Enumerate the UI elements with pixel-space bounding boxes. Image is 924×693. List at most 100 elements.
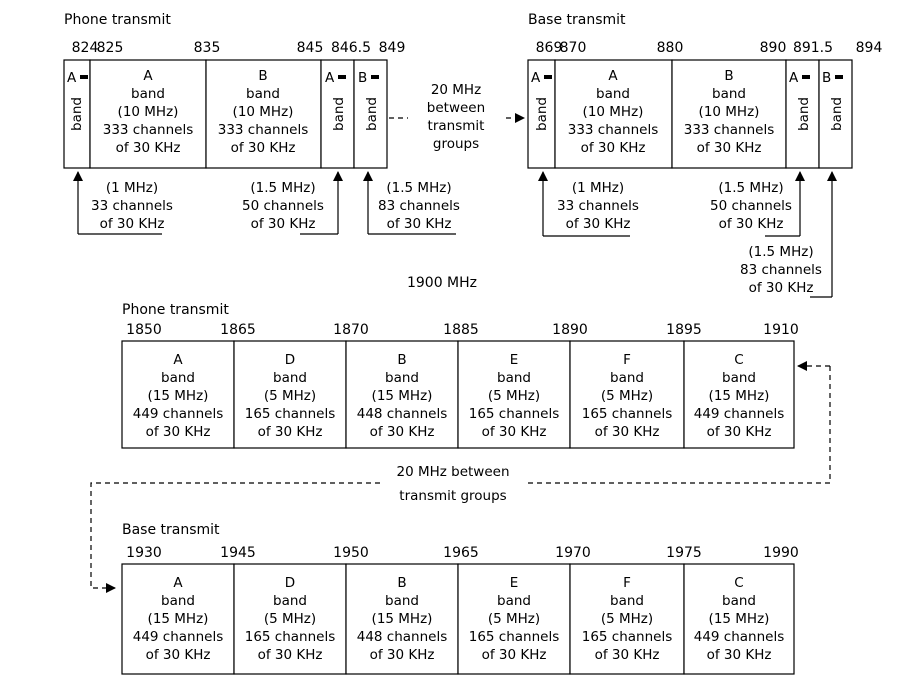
- top-right-group: Base transmit 869 870 880 890 891.5 894 …: [527, 12, 883, 298]
- band-line: band: [161, 370, 195, 386]
- band-line: (15 MHz): [372, 388, 433, 404]
- tick-label: 1890: [552, 322, 588, 338]
- band-line: (5 MHz): [488, 388, 540, 404]
- band-line: band: [497, 593, 531, 609]
- band-line: of 30 KHz: [258, 424, 323, 440]
- tick-label: 1895: [666, 322, 702, 338]
- band-line: of 30 KHz: [581, 140, 646, 156]
- band-line: 448 channels: [357, 406, 448, 422]
- tick-label: 1865: [220, 322, 256, 338]
- pcs-base-title: Base transmit: [122, 522, 220, 538]
- note-line: 33 channels: [91, 198, 173, 214]
- pcs-heading: 1900 MHz: [407, 275, 477, 291]
- tick-label: 1975: [666, 545, 702, 561]
- band-line: 333 channels: [568, 122, 659, 138]
- pcs-base-ticks: 1930 1945 1950 1965 1970 1975 1990: [126, 545, 799, 561]
- pcs-phone-group: Phone transmit 1850 1865 1870 1885 1890 …: [121, 302, 799, 449]
- band-line: (5 MHz): [601, 611, 653, 627]
- top-right-bands: A band A band (10 MHz) 333 channels of 3…: [527, 59, 853, 169]
- band-line: band: [712, 86, 746, 102]
- note-line: (1 MHz): [572, 180, 624, 196]
- band-line: (15 MHz): [372, 611, 433, 627]
- pcs-phone-ticks: 1850 1865 1870 1885 1890 1895 1910: [126, 322, 799, 338]
- band-line: of 30 KHz: [482, 424, 547, 440]
- top-left-callouts: (1 MHz) 33 channels of 30 KHz (1.5 MHz) …: [73, 171, 460, 235]
- band-line: B: [397, 352, 406, 368]
- top-gap-connector: 20 MHz between transmit groups: [389, 82, 525, 156]
- band-letter: B: [822, 70, 831, 86]
- band-line: 449 channels: [133, 406, 224, 422]
- pcs-gap-connector: 20 MHz between transmit groups: [90, 361, 831, 593]
- band-line: A: [173, 352, 183, 368]
- note-line: (1.5 MHz): [386, 180, 451, 196]
- pcs-base-group: Base transmit 1930 1945 1950 1965 1970 1…: [121, 522, 799, 675]
- band-word-vertical: band: [829, 97, 845, 131]
- band-line: E: [510, 575, 519, 591]
- band-line: of 30 KHz: [146, 424, 211, 440]
- band-line: 165 channels: [245, 406, 336, 422]
- band-line: (10 MHz): [699, 104, 760, 120]
- band-line: of 30 KHz: [595, 424, 660, 440]
- band-line: 333 channels: [103, 122, 194, 138]
- band-line: band: [610, 593, 644, 609]
- band-line: 333 channels: [218, 122, 309, 138]
- marker-bar: [544, 75, 552, 79]
- band-line: (5 MHz): [264, 388, 316, 404]
- note-line: (1.5 MHz): [748, 244, 813, 260]
- note-line: (1.5 MHz): [250, 180, 315, 196]
- band-line: of 30 KHz: [707, 647, 772, 663]
- band-line: (15 MHz): [709, 388, 770, 404]
- band-line: B: [724, 68, 733, 84]
- band-line: band: [722, 593, 756, 609]
- band-line: of 30 KHz: [370, 424, 435, 440]
- band-line: (15 MHz): [709, 611, 770, 627]
- marker-bar: [371, 75, 379, 79]
- tick-label: 1870: [333, 322, 369, 338]
- band-letter: A: [325, 70, 335, 86]
- band-line: band: [497, 370, 531, 386]
- band-line: 165 channels: [469, 629, 560, 645]
- band-line: 165 channels: [582, 406, 673, 422]
- band-line: of 30 KHz: [116, 140, 181, 156]
- band-line: of 30 KHz: [482, 647, 547, 663]
- band-line: (5 MHz): [601, 388, 653, 404]
- tick-label: 870: [560, 40, 587, 56]
- tick-label: 880: [657, 40, 684, 56]
- band-word-vertical: band: [331, 97, 347, 131]
- note-line: 33 channels: [557, 198, 639, 214]
- gap-label-line: between: [427, 100, 485, 116]
- band-line: band: [131, 86, 165, 102]
- tick-label: 1990: [763, 545, 799, 561]
- band-line: of 30 KHz: [595, 647, 660, 663]
- pcs-phone-title: Phone transmit: [122, 302, 229, 318]
- band-line: of 30 KHz: [258, 647, 323, 663]
- band-line: (10 MHz): [583, 104, 644, 120]
- tick-label: 849: [379, 40, 406, 56]
- band-line: D: [285, 352, 295, 368]
- band-line: band: [385, 370, 419, 386]
- tick-label: 894: [856, 40, 883, 56]
- band-line: A: [608, 68, 618, 84]
- gap-label-line: transmit: [428, 118, 485, 134]
- band-letter: A: [531, 70, 541, 86]
- note-line: 83 channels: [378, 198, 460, 214]
- tick-label: 835: [194, 40, 221, 56]
- band-line: 333 channels: [684, 122, 775, 138]
- tick-label: 890: [760, 40, 787, 56]
- band-word-vertical: band: [69, 97, 85, 131]
- band-line: of 30 KHz: [707, 424, 772, 440]
- band-line: 449 channels: [694, 406, 785, 422]
- tick-label: 1885: [443, 322, 479, 338]
- gap-label-line: 20 MHz: [431, 82, 481, 98]
- band-line: 165 channels: [469, 406, 560, 422]
- tick-label: 1950: [333, 545, 369, 561]
- note-line: 50 channels: [710, 198, 792, 214]
- band-line: (15 MHz): [148, 611, 209, 627]
- pcs-base-bands: A band (15 MHz) 449 channels of 30 KHz D…: [121, 563, 795, 675]
- tick-label: 824: [72, 40, 99, 56]
- band-line: (10 MHz): [233, 104, 294, 120]
- note-line: 50 channels: [242, 198, 324, 214]
- band-line: 449 channels: [133, 629, 224, 645]
- tick-label: 1930: [126, 545, 162, 561]
- tick-label: 1945: [220, 545, 256, 561]
